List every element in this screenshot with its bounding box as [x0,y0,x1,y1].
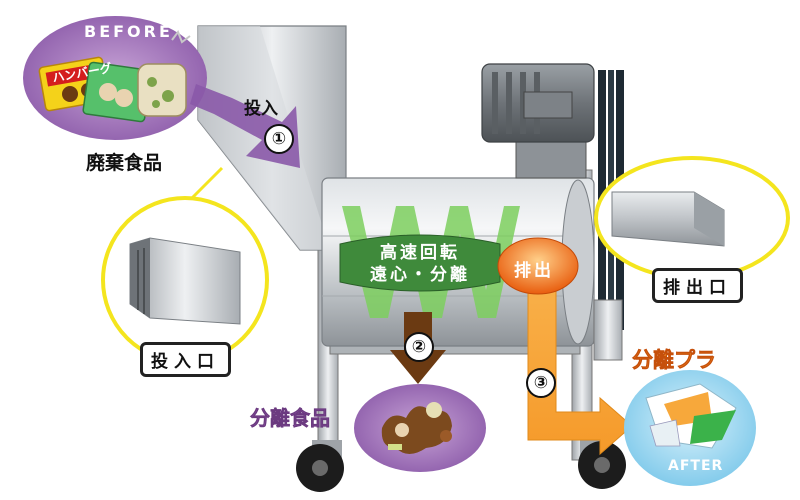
step-3-number: ③ [526,368,556,398]
discharge-badge [497,237,579,295]
process-line-2: 遠心・分離 [370,265,470,285]
step-1-number: ① [264,124,294,154]
separated-plastic-label: 分離プラ [632,348,717,373]
discharge-chute [593,299,623,361]
input-port-callout [101,166,269,364]
motor [481,63,595,179]
input-port-label: 投入口 [140,342,231,377]
before-label: BEFORE [84,22,173,41]
waste-food-label: 廃棄食品 [86,152,163,174]
green-rotor-zigzag [342,206,520,318]
process-line-1: 高速回転 [380,243,460,263]
input-action-label: 投入 [244,99,278,119]
wheels [296,440,626,492]
waste-food-items [38,29,191,123]
process-banner [339,234,501,292]
after-blob [624,370,756,486]
discharge-port-label: 排出口 [652,268,743,303]
separated-food-label: 分離食品 [250,406,331,431]
separated-food-blob [354,384,486,472]
discharge-arrow [527,267,633,456]
step-2-number: ② [404,332,434,362]
after-label: AFTER [668,458,724,474]
discharge-action-label: 排出 [514,261,554,281]
discharge-port-callout [594,156,790,280]
